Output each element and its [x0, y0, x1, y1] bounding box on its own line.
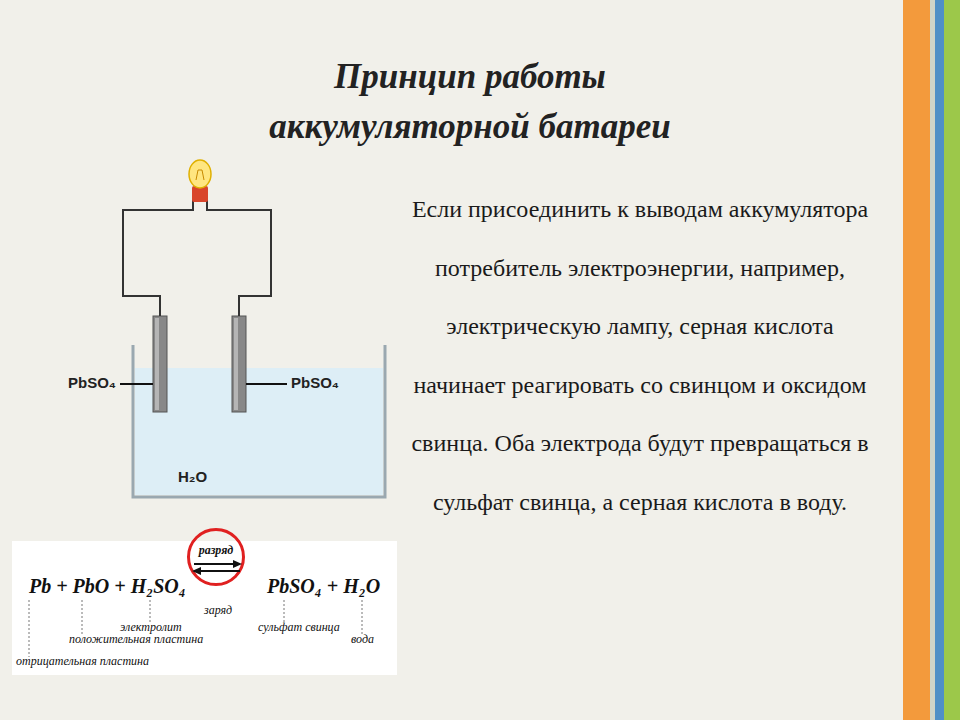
electrode-shine — [155, 318, 159, 410]
discharge-label: разряд — [190, 543, 242, 558]
chemical-label: PbSO₄ — [68, 374, 116, 391]
lamp-bulb — [189, 160, 211, 188]
equation-leaders — [29, 596, 362, 657]
green-stripe — [944, 0, 960, 720]
part-label: положительная пластина — [69, 632, 203, 647]
chemical-label: PbSO₄ — [291, 374, 339, 391]
electrode-shine — [234, 318, 238, 410]
part-label: отрицательная пластина — [16, 654, 149, 669]
blue-stripe — [935, 0, 944, 720]
discharge-circle: разряд — [187, 528, 245, 586]
wire — [207, 200, 271, 316]
orange-stripe — [903, 0, 930, 720]
part-label: вода — [351, 632, 374, 647]
equation-left: Pb + PbO + H₂SO₄ — [28, 575, 187, 598]
electrolyte — [135, 368, 383, 495]
leader-line — [246, 383, 287, 385]
equation-right: PbSO₄ + H₂O — [266, 575, 381, 598]
charge-label: заряд — [204, 603, 232, 618]
leader-line — [120, 383, 153, 385]
lamp-filament — [196, 170, 204, 180]
negative-electrode — [153, 316, 167, 412]
slide-title: Принцип работы аккумуляторной батареи — [245, 52, 695, 152]
equation-box: Pb + PbO + H₂SO₄PbSO₄ + H₂Oзарядэлектрол… — [12, 541, 397, 675]
body-text: Если присоединить к выводам аккумулятора… — [405, 180, 875, 531]
beaker — [133, 345, 385, 497]
positive-electrode — [232, 316, 246, 412]
part-label: сульфат свинца — [258, 620, 340, 635]
equation-panel — [12, 541, 397, 675]
gray-stripe — [930, 0, 935, 720]
chemical-label: H₂O — [178, 468, 207, 485]
wire — [123, 200, 193, 316]
